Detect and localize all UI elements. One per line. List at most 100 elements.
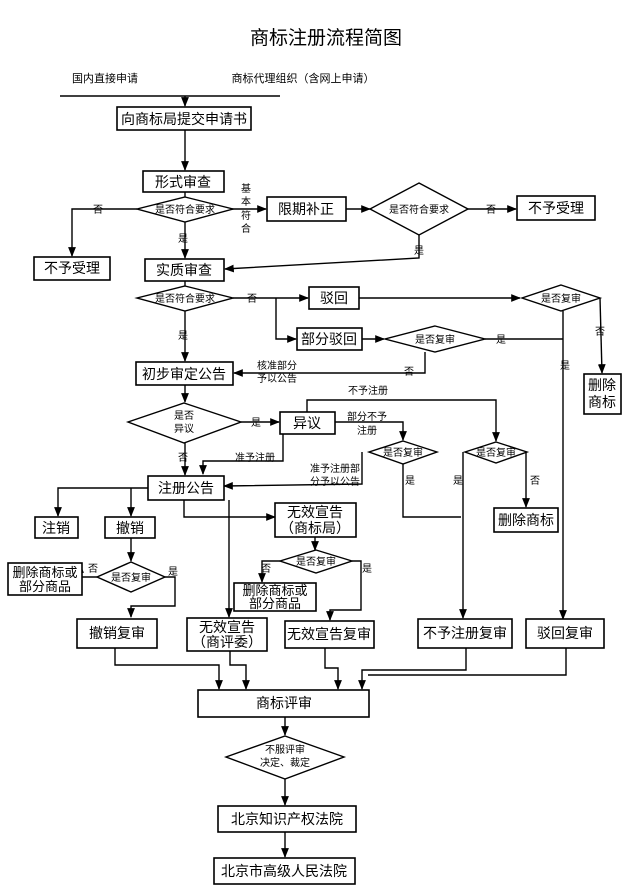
right-review-yes-label: 是 <box>453 475 463 487</box>
formal-compliance-question: 是否符合要求 <box>155 203 215 216</box>
not-accepted-left-node <box>33 256 111 281</box>
trademark-review-node <box>197 689 370 718</box>
objection-label: 异议 <box>293 416 321 432</box>
objection-decision <box>125 402 244 444</box>
high-court-node <box>213 857 356 885</box>
basic-compliance-char4: 合 <box>241 222 251 235</box>
nonregistration-review-node <box>417 618 513 649</box>
partial-rejection-node <box>296 327 363 351</box>
partial-rejection-label: 部分驳回 <box>301 332 357 348</box>
not-accepted-right-node <box>516 195 596 221</box>
delete-partial-mid-line2: 部分商品 <box>249 597 301 612</box>
objection-mid-review-question: 是否复审 <box>383 446 423 459</box>
approve-partial-register-line2: 分予以公告 <box>310 475 360 488</box>
correction-deadline-label: 限期补正 <box>278 202 334 218</box>
delete-partial-left-line1: 删除商标或 <box>12 566 77 581</box>
preliminary-approval-label: 初步审定公告 <box>142 366 226 383</box>
invalidation-tmo-node <box>274 502 357 538</box>
cancellation-label: 注销 <box>42 521 70 537</box>
header-direct-application: 国内直接申请 <box>72 71 138 85</box>
partial-review-question: 是否复审 <box>415 333 455 346</box>
correction-deadline-node <box>266 196 347 222</box>
invalidation-review-question: 是否复审 <box>296 555 336 568</box>
right-review-no-label: 否 <box>530 475 540 487</box>
invalidation-trab-node <box>186 617 268 652</box>
rejection-review-node <box>525 618 605 649</box>
appeal-question-line1: 不服评审 <box>265 743 305 756</box>
cancellation-node <box>34 516 79 539</box>
partial-review-yes-label: 是 <box>496 334 506 346</box>
nodes: 向商标局提交申请书 形式审查 是否符合要求 限期补正 是否符合要求 不予受理 不… <box>7 106 622 885</box>
substantive-exam-label: 实质审查 <box>156 263 212 279</box>
rejection-review-no-label: 否 <box>595 326 605 338</box>
partial-not-register-line2: 注册 <box>357 424 377 437</box>
rejected-label: 驳回 <box>320 291 348 307</box>
correction-compliance-decision <box>368 182 470 236</box>
edges <box>54 95 606 858</box>
approve-partial-line1: 核准部分 <box>257 359 297 372</box>
not-accepted-left-label: 不予受理 <box>44 261 100 277</box>
revocation-review-no-label: 否 <box>88 563 98 575</box>
delete-trademark-node <box>493 507 559 533</box>
approve-partial-line2: 予以公告 <box>257 372 297 385</box>
flowchart-title: 商标注册流程简图 <box>250 27 402 49</box>
basic-compliance-char2: 本 <box>241 195 251 208</box>
substantive-compliance-question: 是否符合要求 <box>155 292 215 305</box>
revocation-node <box>104 516 156 539</box>
formal-no-label: 否 <box>93 204 103 216</box>
nonregistration-review-label: 不予注册复审 <box>423 625 507 642</box>
not-accepted-right-label: 不予受理 <box>528 201 584 217</box>
high-court-label: 北京市高级人民法院 <box>221 863 347 880</box>
formal-compliance-decision <box>134 196 236 223</box>
delete-partial-mid-line1: 删除商标或 <box>242 584 307 599</box>
rejection-review-question: 是否复审 <box>541 292 581 305</box>
substantive-yes-label: 是 <box>178 330 188 342</box>
approve-register-label: 准予注册 <box>235 451 275 464</box>
formal-yes-label: 是 <box>178 233 188 245</box>
substantive-exam-node <box>144 258 225 282</box>
substantive-compliance-decision <box>134 285 236 312</box>
objection-question-line1: 是否 <box>174 410 194 422</box>
revocation-review-decision <box>95 561 167 593</box>
header-agency-application: 商标代理组织（含网上申请） <box>232 71 375 85</box>
revocation-review-node <box>76 618 158 649</box>
invalidation-review-label: 无效宣告复审 <box>287 626 371 643</box>
revocation-review-label: 撤销复审 <box>89 625 145 642</box>
partial-review-no-label: 否 <box>404 366 414 378</box>
correction-no-label: 否 <box>486 204 496 216</box>
invalidation-tmo-line2: （商标局） <box>280 521 350 537</box>
partial-review-decision <box>382 325 488 353</box>
invalidation-review-node <box>284 620 375 649</box>
correction-yes-label: 是 <box>414 245 424 257</box>
delete-trademark-right-line2: 商标 <box>588 395 616 411</box>
objection-question-line2: 异议 <box>174 423 194 435</box>
delete-partial-left-line2: 部分商品 <box>19 580 71 595</box>
objection-right-review-decision <box>462 441 530 464</box>
invalidation-review-no-label: 否 <box>261 563 271 575</box>
approve-partial-register-line1: 准予注册部 <box>310 462 360 475</box>
rejection-review-decision <box>519 284 603 312</box>
invalidation-trab-line1: 无效宣告 <box>199 620 255 636</box>
trademark-review-label: 商标评审 <box>256 696 312 712</box>
basic-compliance-char3: 符 <box>241 209 251 222</box>
submit-application-label: 向商标局提交申请书 <box>121 111 247 128</box>
delete-partial-mid-node <box>233 582 317 612</box>
revocation-review-yes-label: 是 <box>168 566 178 578</box>
revocation-review-question: 是否复审 <box>111 571 151 584</box>
registration-notice-node <box>147 475 225 501</box>
preliminary-approval-node <box>135 361 234 386</box>
registration-notice-label: 注册公告 <box>158 481 214 497</box>
objection-mid-review-decision <box>366 440 440 465</box>
delete-trademark-label: 删除商标 <box>498 513 554 529</box>
delete-trademark-right-node <box>583 373 622 415</box>
delete-trademark-right-line1: 删除 <box>588 378 616 394</box>
not-register-label: 不予注册 <box>348 384 388 397</box>
ip-court-node <box>217 805 357 833</box>
basic-compliance-char1: 基 <box>241 182 251 195</box>
objection-node <box>279 411 336 435</box>
invalidation-review-decision <box>277 549 355 574</box>
invalidation-tmo-line1: 无效宣告 <box>287 505 343 521</box>
ip-court-label: 北京知识产权法院 <box>231 811 343 828</box>
invalidation-trab-line2: （商评委） <box>192 635 262 651</box>
